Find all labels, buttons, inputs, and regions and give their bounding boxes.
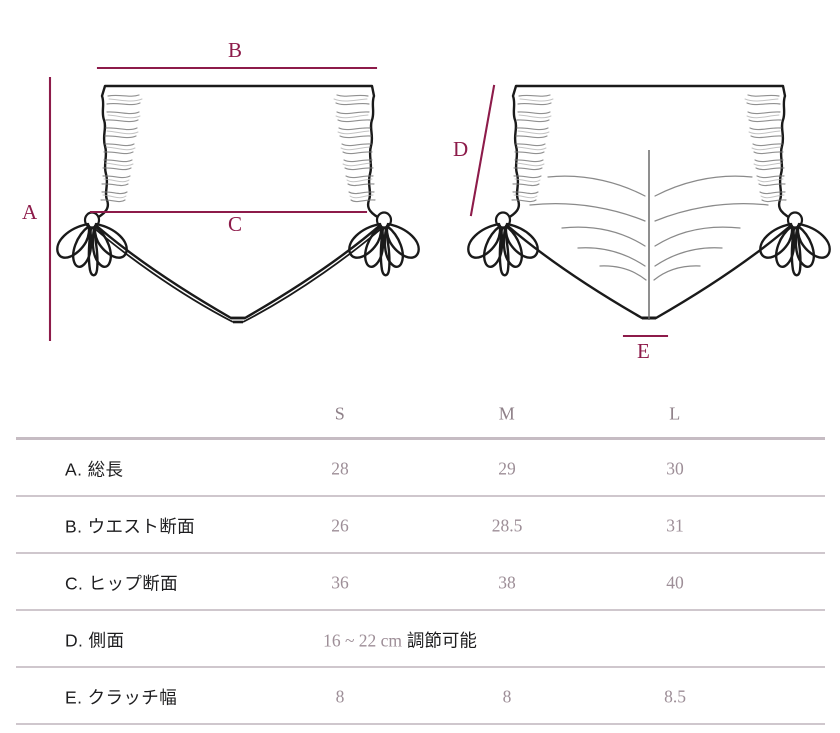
table-row: D. 側面 16 ~ 22 cm 調節可能 <box>0 611 840 668</box>
dimension-line-D <box>469 84 496 217</box>
table-row: E. クラッチ幅 8 8 8.5 <box>0 668 840 725</box>
dimension-label-D: D <box>453 137 469 161</box>
row-c-value-s: 36 <box>331 572 349 592</box>
row-d-range: 16 ~ 22 cm <box>323 630 403 650</box>
row-label-e: E. クラッチ幅 <box>65 687 178 707</box>
front-dimension-lines <box>48 66 378 342</box>
back-garment-outline <box>467 84 831 320</box>
dimension-label-B: B <box>228 38 243 62</box>
size-table: S M L A. 総長 28 29 30 B. ウエスト断面 26 28.5 3… <box>0 388 840 725</box>
row-divider <box>16 552 825 554</box>
table-row: A. 総長 28 29 30 <box>0 440 840 497</box>
garment-technical-drawing <box>48 66 831 342</box>
dimension-label-A: A <box>22 200 38 224</box>
column-header-s: S <box>334 403 346 424</box>
row-e-value-m: 8 <box>502 686 512 706</box>
row-divider <box>16 495 825 497</box>
row-c-value-l: 40 <box>666 572 684 592</box>
front-garment-outline <box>56 84 420 324</box>
row-divider <box>16 666 825 668</box>
row-label-d: D. 側面 <box>65 630 125 650</box>
row-b-value-l: 31 <box>666 515 684 535</box>
back-dimension-lines <box>469 84 669 338</box>
table-row: B. ウエスト断面 26 28.5 31 <box>0 497 840 554</box>
row-e-value-s: 8 <box>335 686 345 706</box>
row-divider <box>16 723 825 725</box>
column-header-l: L <box>669 403 681 424</box>
row-c-value-m: 38 <box>498 572 516 592</box>
header-divider <box>16 437 825 440</box>
dimension-label-C: C <box>228 212 243 236</box>
table-row: C. ヒップ断面 36 38 40 <box>0 554 840 611</box>
row-label-c: C. ヒップ断面 <box>65 573 179 593</box>
row-a-value-m: 29 <box>498 458 516 478</box>
row-a-value-l: 30 <box>666 458 684 478</box>
row-divider <box>16 609 825 611</box>
row-e-value-l: 8.5 <box>664 686 686 706</box>
row-b-value-s: 26 <box>331 515 349 535</box>
row-a-value-s: 28 <box>331 458 349 478</box>
row-label-a: A. 総長 <box>65 459 124 479</box>
row-d-merged-value: 16 ~ 22 cm 調節可能 <box>323 627 477 652</box>
column-header-m: M <box>498 403 516 424</box>
dimension-label-E: E <box>637 339 651 363</box>
garment-diagrams: A B C D E <box>22 38 831 363</box>
row-d-note: 調節可能 <box>406 630 477 650</box>
row-b-value-m: 28.5 <box>491 515 523 535</box>
row-label-b: B. ウエスト断面 <box>65 516 195 536</box>
table-header-row: S M L <box>0 388 840 440</box>
